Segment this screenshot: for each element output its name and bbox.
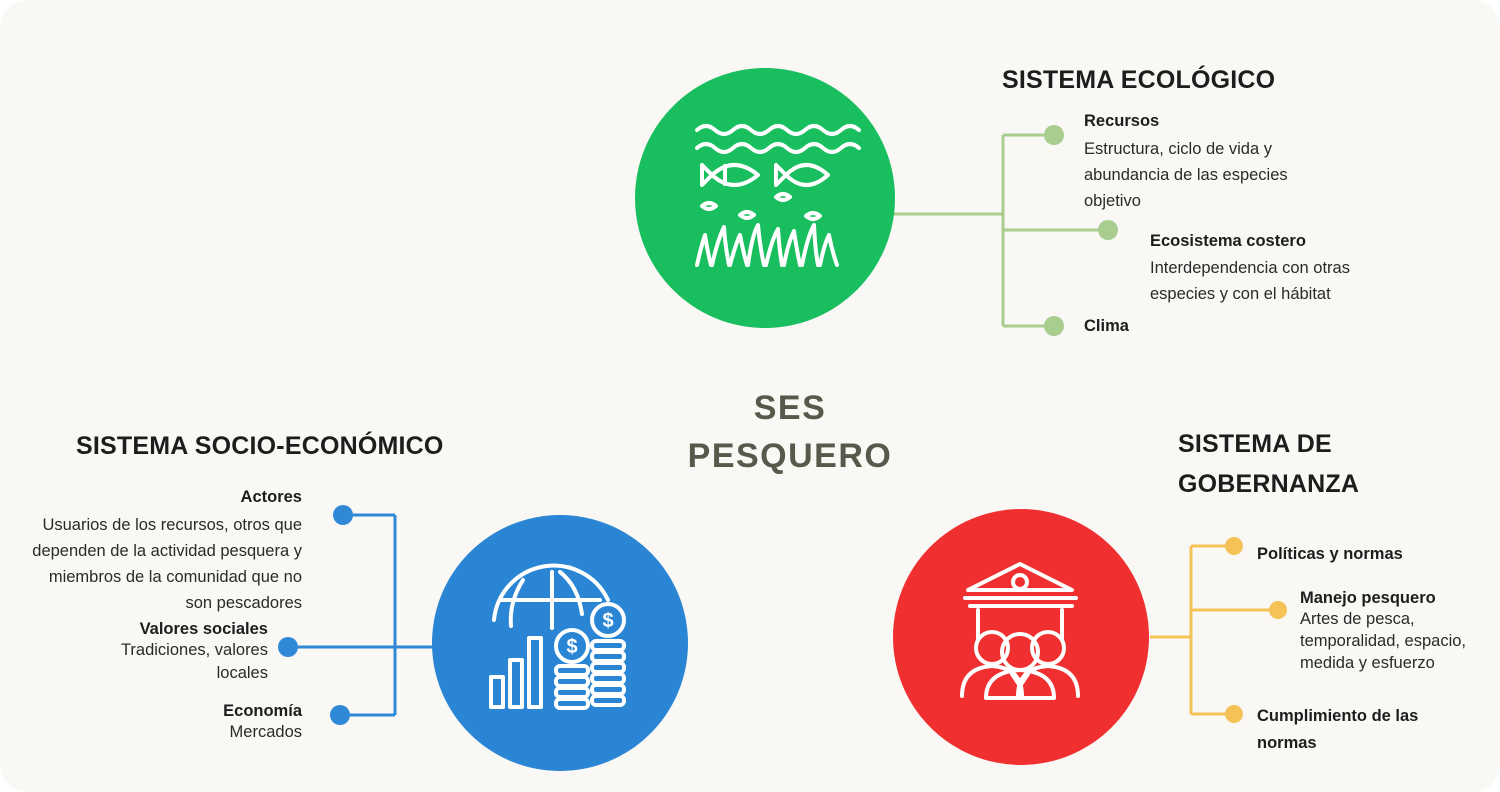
ecological-item-coastal: Ecosistema costero Interdependencia con … bbox=[1150, 232, 1410, 307]
svg-text:$: $ bbox=[602, 610, 613, 632]
item-title: Manejo pesquero bbox=[1300, 589, 1436, 607]
center-title-line2: PESQUERO bbox=[687, 437, 893, 475]
item-title-line2: normas bbox=[1257, 734, 1317, 752]
governance-dot-compliance bbox=[1225, 705, 1243, 723]
item-text-line: dependen de la actividad pesquera y bbox=[32, 542, 302, 560]
ecological-connectors bbox=[880, 133, 1108, 328]
governance-item-management: Manejo pesquero Artes de pesca, temporal… bbox=[1300, 589, 1500, 674]
item-text-line: locales bbox=[216, 664, 268, 682]
governance-dot-policies bbox=[1225, 537, 1243, 555]
governance-heading-line2: GOBERNANZA bbox=[1178, 470, 1360, 498]
center-title-line1: SES bbox=[753, 389, 827, 427]
socioeconomic-dot-economy bbox=[330, 705, 350, 725]
item-text-line: temporalidad, espacio, bbox=[1300, 632, 1467, 650]
svg-text:$: $ bbox=[566, 636, 577, 658]
ecological-dot-climate bbox=[1044, 316, 1064, 336]
item-title: Políticas y normas bbox=[1257, 545, 1403, 563]
item-text-line: especies y con el hábitat bbox=[1150, 285, 1331, 303]
item-text-line: Mercados bbox=[229, 723, 302, 741]
governance-heading-line1: SISTEMA DE bbox=[1178, 430, 1332, 458]
governance-item-policies: Políticas y normas bbox=[1257, 545, 1403, 564]
item-title: Actores bbox=[240, 488, 302, 506]
ecological-heading: SISTEMA ECOLÓGICO bbox=[1002, 66, 1276, 94]
item-text-line: miembros de la comunidad que no bbox=[48, 568, 302, 586]
item-text-line: Estructura, ciclo de vida y bbox=[1084, 140, 1272, 158]
item-title: Clima bbox=[1084, 317, 1129, 335]
item-title-line1: Cumplimiento de las bbox=[1257, 707, 1419, 725]
center-title: SES PESQUERO bbox=[640, 384, 940, 480]
item-text-line: abundancia de las especies bbox=[1084, 166, 1288, 184]
item-text-line: Interdependencia con otras bbox=[1150, 259, 1350, 277]
socioeconomic-dot-social bbox=[278, 637, 298, 657]
ecological-item-climate: Clima bbox=[1084, 317, 1129, 336]
item-text-line: Usuarios de los recursos, otros que bbox=[42, 516, 302, 534]
ecological-item-resources: Recursos Estructura, ciclo de vida y abu… bbox=[1084, 112, 1344, 214]
socioeconomic-item-actors: Actores Usuarios de los recursos, otros … bbox=[0, 488, 302, 616]
ecological-dot-resources bbox=[1044, 125, 1064, 145]
item-text-line: Tradiciones, valores bbox=[120, 641, 268, 659]
governance-dot-management bbox=[1269, 601, 1287, 619]
item-text-line: Artes de pesca, bbox=[1300, 610, 1415, 628]
item-title: Valores sociales bbox=[139, 620, 268, 638]
ecological-dot-coastal bbox=[1098, 220, 1118, 240]
item-text-line: medida y esfuerzo bbox=[1300, 654, 1435, 672]
item-title: Economía bbox=[223, 702, 302, 720]
governance-circle bbox=[893, 509, 1149, 765]
socioeconomic-heading: SISTEMA SOCIO-ECONÓMICO bbox=[76, 432, 444, 460]
socioeconomic-item-social-values: Valores sociales Tradiciones, valores lo… bbox=[0, 620, 268, 685]
governance-heading: SISTEMA DE GOBERNANZA bbox=[1178, 424, 1359, 504]
item-title: Ecosistema costero bbox=[1150, 232, 1306, 250]
socioeconomic-item-economy: Economía Mercados bbox=[0, 702, 302, 743]
governance-item-compliance: Cumplimiento de las normas bbox=[1257, 703, 1477, 757]
item-text-line: son pescadores bbox=[185, 594, 303, 612]
item-text-line: objetivo bbox=[1084, 192, 1141, 210]
socioeconomic-dot-actors bbox=[333, 505, 353, 525]
item-title: Recursos bbox=[1084, 112, 1160, 130]
